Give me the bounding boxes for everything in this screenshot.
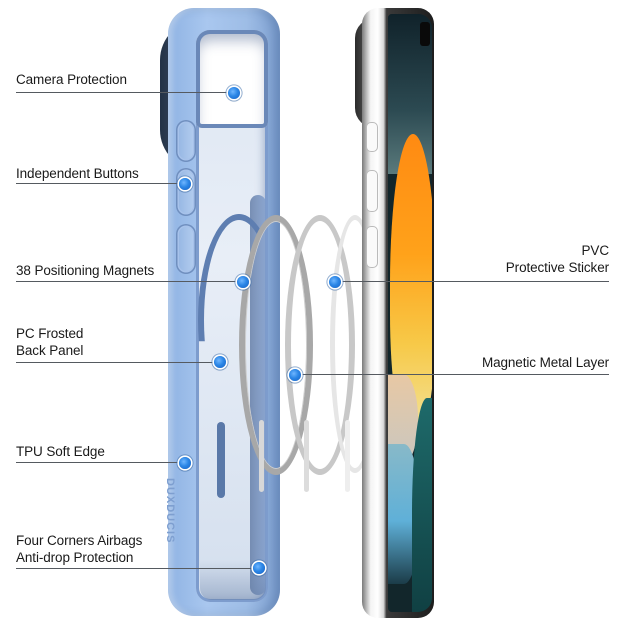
callout-dot bbox=[237, 276, 249, 288]
leader-line bbox=[16, 362, 220, 364]
leader-line bbox=[335, 281, 609, 283]
case-camera-cutout bbox=[196, 30, 268, 128]
callout-pvc-protective-sticker: PVC Protective Sticker bbox=[506, 242, 609, 276]
phone-button-volume-up bbox=[366, 170, 378, 212]
leader-line bbox=[16, 92, 234, 94]
case-button-volume-down bbox=[176, 224, 196, 274]
callout-pc-frosted-back-panel: PC Frosted Back Panel bbox=[16, 325, 83, 359]
leader-line bbox=[16, 568, 258, 570]
sticker-tab bbox=[345, 420, 350, 492]
leader-line bbox=[16, 183, 184, 185]
leader-line bbox=[295, 374, 609, 376]
callout-dot bbox=[289, 369, 301, 381]
callout-magnetic-metal-layer: Magnetic Metal Layer bbox=[482, 354, 609, 371]
callout-dot bbox=[228, 87, 240, 99]
case-magnet-ring bbox=[198, 214, 280, 342]
phone-screen bbox=[388, 14, 432, 612]
callout-dot bbox=[179, 178, 191, 190]
leader-line bbox=[16, 281, 242, 283]
phone-button-action bbox=[366, 122, 378, 152]
case-button-volume-up bbox=[176, 168, 196, 216]
callout-text: TPU Soft Edge bbox=[16, 444, 105, 459]
callout-dot bbox=[179, 457, 191, 469]
phone-button-volume-down bbox=[366, 226, 378, 268]
metal-ring-tab bbox=[259, 420, 264, 492]
callout-camera-protection: Camera Protection bbox=[16, 71, 127, 88]
leader-line bbox=[16, 462, 184, 464]
callout-text: Back Panel bbox=[16, 343, 84, 358]
callout-tpu-soft-edge: TPU Soft Edge bbox=[16, 443, 105, 460]
callout-text: Independent Buttons bbox=[16, 166, 139, 181]
callout-dot bbox=[253, 562, 265, 574]
brand-logo-text: DUXDUCIS bbox=[164, 478, 176, 544]
callout-text: Magnetic Metal Layer bbox=[481, 355, 609, 370]
callout-dot bbox=[329, 276, 341, 288]
callout-positioning-magnets: 38 Positioning Magnets bbox=[16, 262, 154, 279]
callout-four-corners-airbags: Four Corners Airbags Anti-drop Protectio… bbox=[16, 532, 142, 566]
magnet-layer-tab bbox=[304, 420, 309, 492]
callout-text: PC Frosted bbox=[16, 326, 84, 341]
callout-text: PVC bbox=[581, 243, 610, 258]
callout-text: Anti-drop Protection bbox=[16, 550, 134, 565]
callout-dot bbox=[214, 356, 226, 368]
callout-text: Four Corners Airbags bbox=[16, 533, 143, 548]
phone-dynamic-island bbox=[420, 22, 430, 46]
case-button-power bbox=[176, 120, 196, 162]
callout-independent-buttons: Independent Buttons bbox=[16, 165, 139, 182]
wallpaper-teal-shape bbox=[412, 398, 432, 612]
callout-text: 38 Positioning Magnets bbox=[16, 263, 155, 278]
callout-text: Protective Sticker bbox=[505, 260, 609, 275]
case-magnet-slot bbox=[217, 422, 225, 498]
callout-text: Camera Protection bbox=[16, 72, 127, 87]
